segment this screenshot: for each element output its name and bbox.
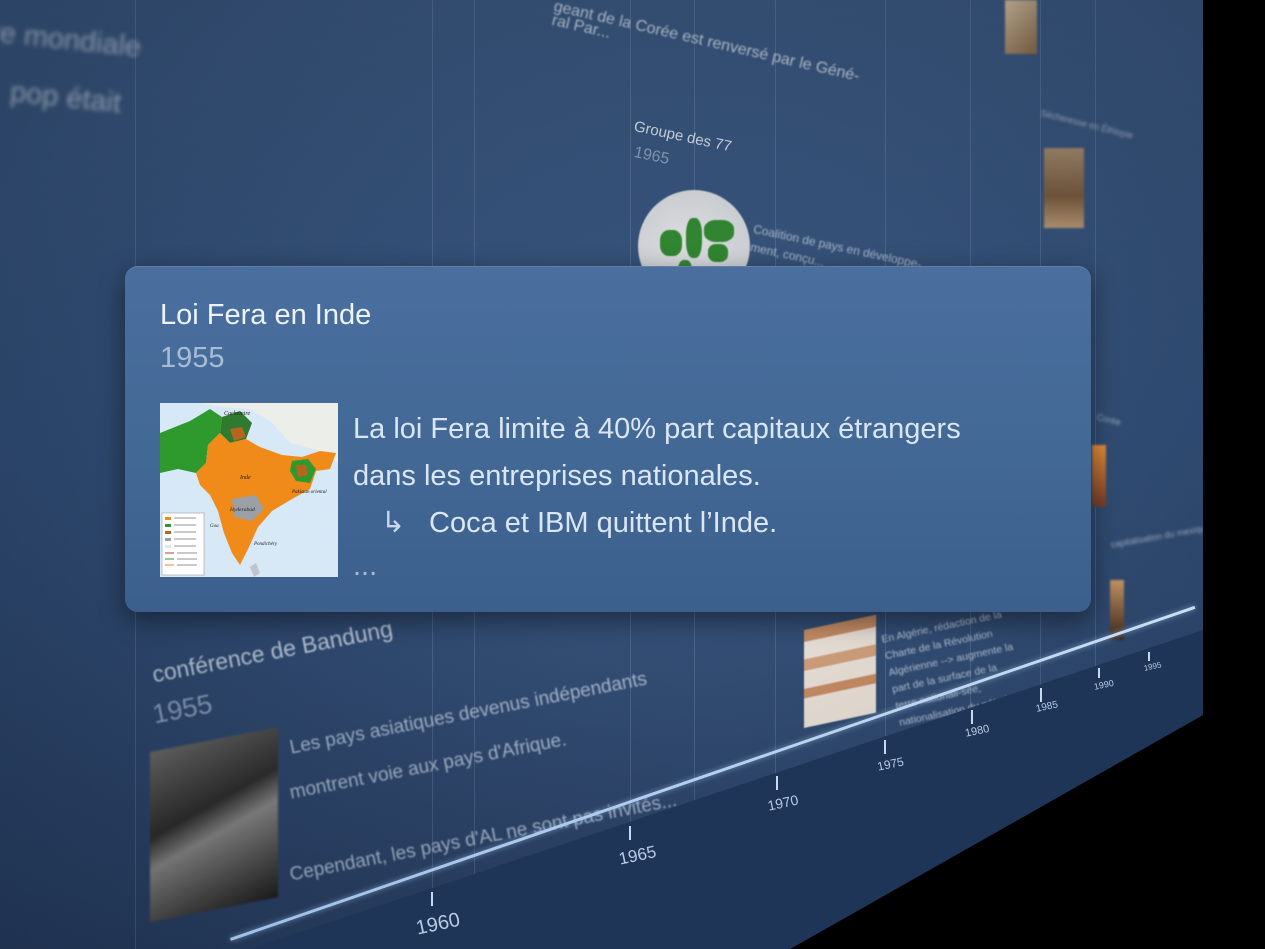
axis-tick [776, 776, 778, 790]
event-title[interactable]: Sécheresse en Éthiopie [1039, 108, 1135, 141]
grid-line [1095, 0, 1096, 670]
map-label: Pakistan oriental [291, 490, 327, 495]
axis-tick [1098, 668, 1100, 678]
event-thumbnail[interactable] [1005, 0, 1037, 54]
sub-point: ↳ Coca et IBM quittent l’Inde. [353, 500, 1073, 547]
axis-tick [629, 826, 631, 840]
return-arrow-icon: ↳ [381, 507, 406, 539]
axis-tick [1148, 652, 1150, 661]
event-description: Les pays asiatiques devenus indépendants [288, 668, 649, 759]
event-thumbnail[interactable] [1044, 148, 1084, 228]
more-ellipsis[interactable]: ... [353, 550, 378, 582]
event-description: geant de la Corée est renversé par le Gé… [552, 0, 862, 85]
map-label: Pondichéry [253, 542, 278, 547]
card-description: La loi Fera limite à 40% part capitaux é… [353, 406, 1073, 585]
document-thumbnail[interactable] [804, 614, 876, 728]
map-label: Cachemire [224, 411, 250, 417]
india-map-image[interactable]: Cachemire Inde Hyderabad Pakistan orient… [160, 403, 338, 577]
axis-tick [431, 892, 433, 906]
axis-tick [884, 740, 886, 754]
card-title: Loi Fera en Inde [160, 299, 372, 331]
event-year: 1955 [150, 688, 215, 730]
map-label: Inde [239, 475, 251, 481]
background-heading-line: pop était [8, 76, 123, 120]
india-map-svg: Cachemire Inde Hyderabad Pakistan orient… [160, 403, 338, 577]
event-thumbnail[interactable] [1092, 445, 1106, 507]
event-detail-card[interactable]: Loi Fera en Inde 1955 [125, 266, 1091, 612]
axis-tick [1040, 688, 1042, 702]
card-year: 1955 [160, 342, 225, 374]
event-title[interactable]: capitalisation du mexique [1110, 522, 1212, 550]
description-line: La loi Fera limite à 40% part capitaux é… [353, 413, 961, 445]
bandung-photo[interactable] [150, 727, 278, 922]
sub-point-text: Coca et IBM quittent l’Inde. [429, 507, 778, 539]
background-heading-line: re mondiale [0, 16, 143, 64]
map-label: Hyderabad [229, 507, 255, 513]
event-title[interactable]: Corée [1095, 412, 1122, 428]
event-title[interactable]: conférence de Bandung [150, 615, 395, 688]
event-year: 1965 [632, 144, 671, 169]
event-thumbnail[interactable] [1110, 580, 1124, 640]
map-label: Goa [210, 524, 219, 529]
axis-tick [971, 710, 973, 724]
description-line: dans les entreprises nationales. [353, 460, 761, 492]
